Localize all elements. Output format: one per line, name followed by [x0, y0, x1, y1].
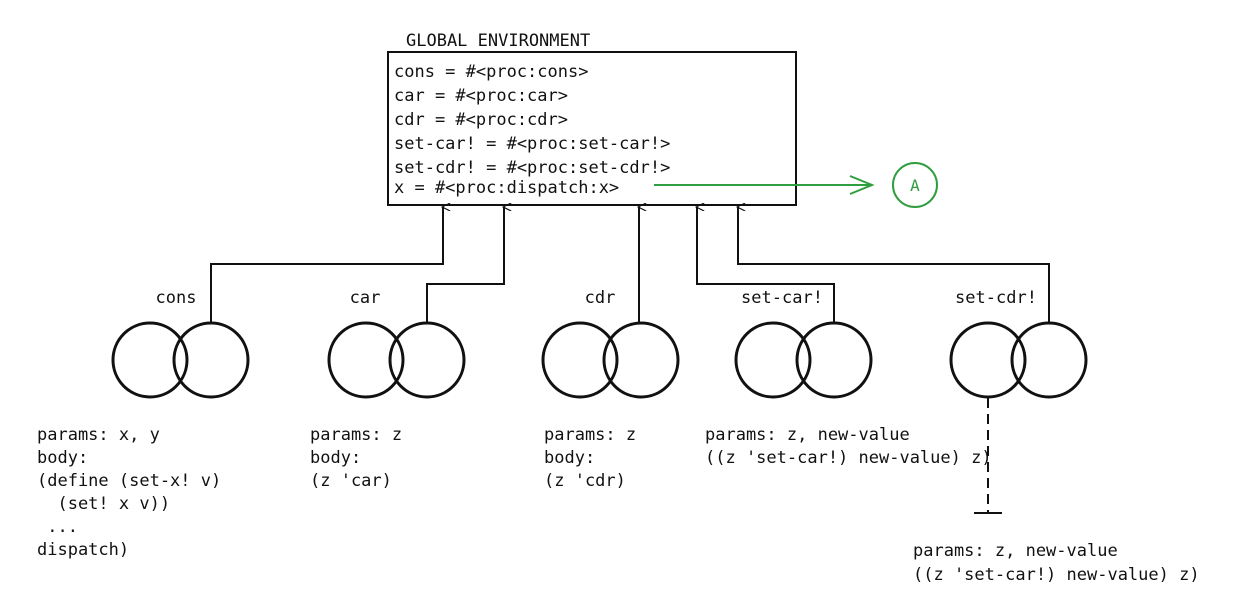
code-line: (define (set-x! v)	[37, 471, 221, 491]
procedure-env-circle	[388, 321, 466, 399]
procedure-name: set-car!	[741, 288, 823, 308]
procedure-code-circle	[541, 321, 619, 399]
procedure-code-circle	[111, 321, 189, 399]
code-line: (set! x v))	[37, 494, 170, 514]
set-car-env-pointer	[697, 207, 835, 322]
procedure-env-circle	[795, 321, 873, 399]
pointer-target-circle	[892, 162, 938, 208]
pointer-arrowhead	[849, 175, 875, 195]
procedure-code-circle	[949, 321, 1027, 399]
code-line: params: z, new-value	[705, 425, 910, 445]
global-environment-title: GLOBAL ENVIRONMENT	[406, 31, 590, 51]
code-line: params: z	[310, 425, 402, 445]
procedure-name: car	[350, 288, 381, 308]
procedure-env-circle	[172, 321, 250, 399]
environment-pointers	[210, 207, 1050, 322]
code-line: body:	[544, 448, 595, 468]
code-line: body:	[37, 448, 88, 468]
procedure-env-circle	[1010, 321, 1088, 399]
procedure-set-car: set-car! params: z, new-value ((z 'set-c…	[705, 288, 992, 468]
code-line: body:	[310, 448, 361, 468]
code-line: ((z 'set-car!) new-value) z)	[913, 565, 1200, 585]
code-line: (z 'car)	[310, 471, 392, 491]
set-cdr-env-pointer	[738, 207, 1050, 322]
code-line: params: x, y	[37, 425, 160, 445]
binding-x: x = #<proc:dispatch:x>	[394, 178, 619, 198]
code-line: (z 'cdr)	[544, 471, 626, 491]
car-env-pointer	[426, 207, 504, 322]
binding-set-car: set-car! = #<proc:set-car!>	[394, 134, 670, 154]
code-line: ((z 'set-car!) new-value) z)	[705, 448, 992, 468]
code-line: ...	[37, 517, 78, 537]
global-environment-frame: GLOBAL ENVIRONMENT cons = #<proc:cons> c…	[387, 31, 797, 206]
procedure-name: cons	[156, 288, 197, 308]
procedure-cons: cons params: x, y body: (define (set-x! …	[37, 288, 250, 560]
procedure-set-cdr: set-cdr! params: z, new-value ((z 'set-c…	[913, 288, 1200, 585]
procedure-code-circle	[327, 321, 405, 399]
global-environment-box	[387, 51, 797, 206]
code-line: params: z	[544, 425, 636, 445]
procedure-code-circle	[734, 321, 812, 399]
procedure-name: cdr	[585, 288, 616, 308]
binding-car: car = #<proc:car>	[394, 86, 568, 106]
pointer-to-a: A	[654, 162, 938, 208]
pointer-target-label: A	[910, 176, 920, 195]
procedure-cdr: cdr params: z body: (z 'cdr)	[541, 288, 680, 491]
binding-cdr: cdr = #<proc:cdr>	[394, 110, 568, 130]
binding-cons: cons = #<proc:cons>	[394, 62, 588, 82]
procedure-name: set-cdr!	[955, 288, 1037, 308]
procedure-env-circle	[602, 321, 680, 399]
code-line: params: z, new-value	[913, 541, 1118, 561]
procedure-car: car params: z body: (z 'car)	[310, 288, 466, 491]
binding-set-cdr: set-cdr! = #<proc:set-cdr!>	[394, 158, 670, 178]
cons-env-pointer	[210, 207, 443, 322]
code-line: dispatch)	[37, 540, 129, 560]
